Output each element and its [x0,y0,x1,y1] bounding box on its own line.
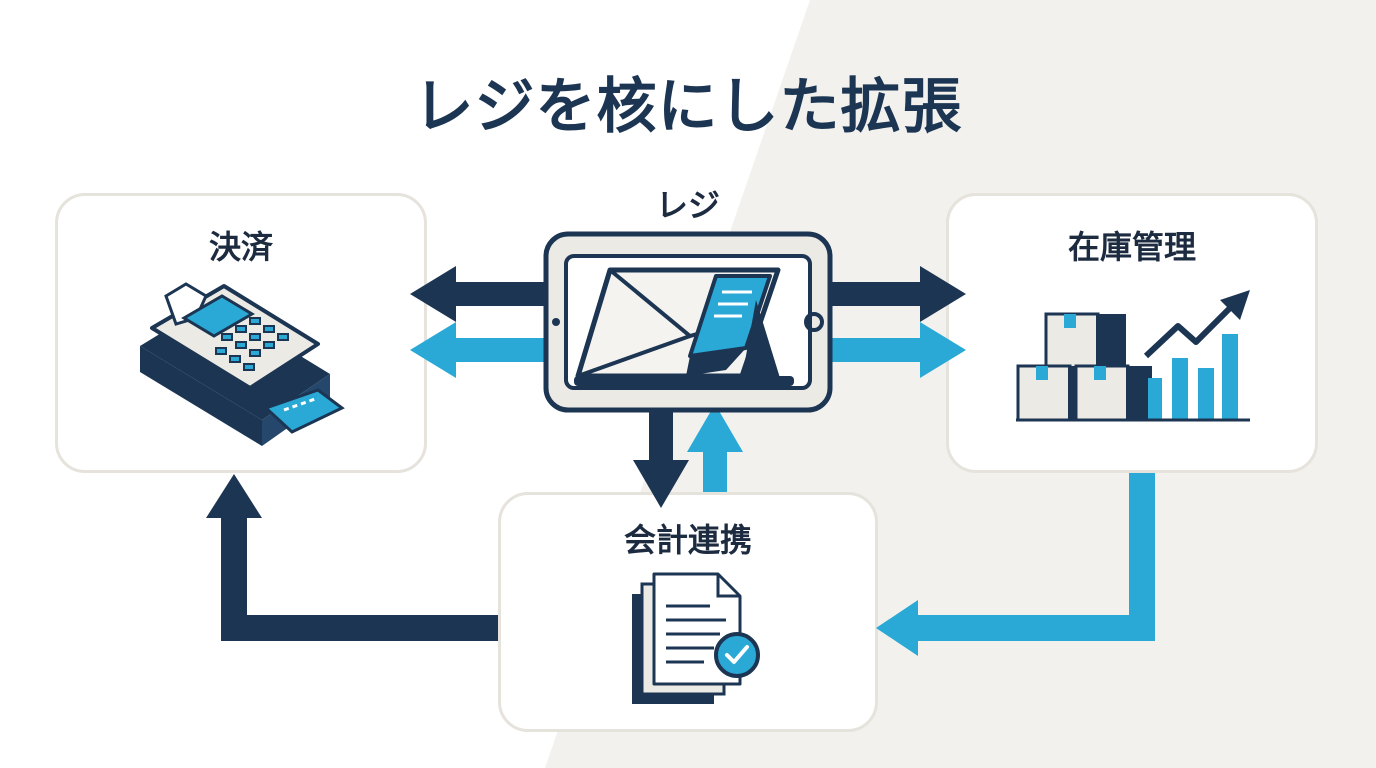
arrow-to-payment-cyan [410,322,548,378]
arrow-inventory-to-accounting [876,473,1155,656]
accounting-documents-icon [632,572,760,704]
arrow-from-accounting-cyan [687,404,743,492]
arrow-to-accounting-navy [633,408,689,508]
inventory-box [946,193,1318,473]
payment-terminal-icon [140,282,345,446]
arrow-to-inventory-navy [828,266,966,322]
register-tablet-icon [543,231,833,413]
accounting-label: 会計連携 [623,521,752,559]
arrow-to-payment-navy [410,266,548,322]
register-label: レジ [655,186,720,224]
inventory-label: 在庫管理 [1067,228,1196,266]
inventory-chart-icon [1016,290,1250,422]
arrow-accounting-to-payment [206,474,498,641]
page-title: レジを核にした拡張 [413,72,963,142]
arrow-to-inventory-cyan [828,322,966,378]
payment-label: 決済 [208,228,273,266]
